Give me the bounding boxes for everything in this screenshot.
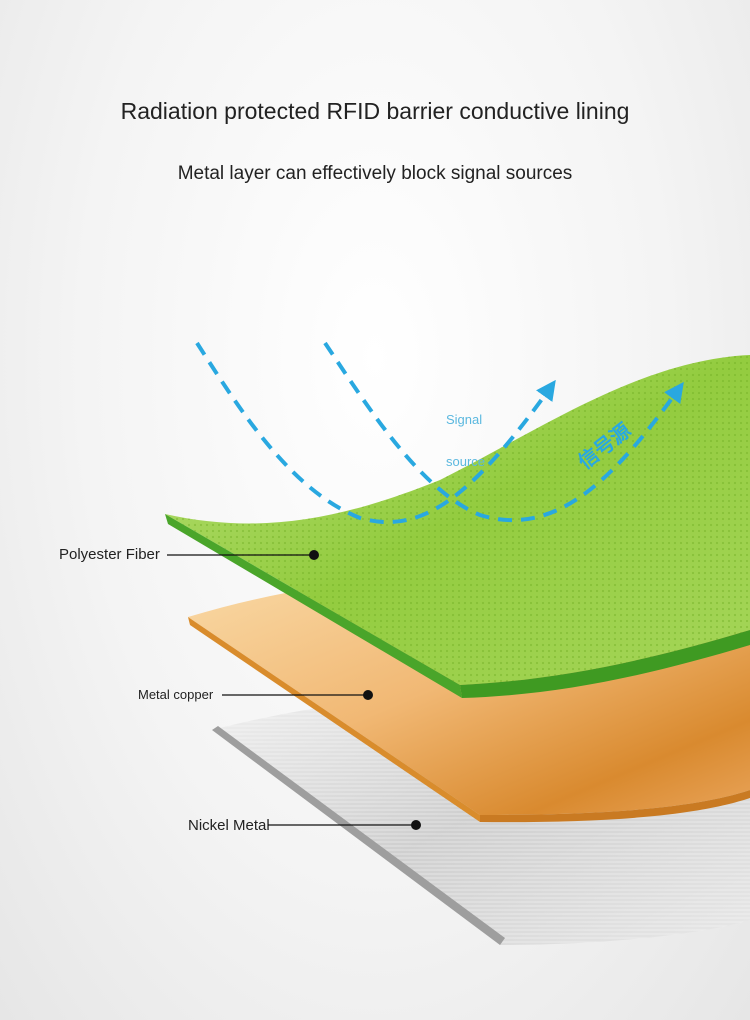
- label-metal-copper: Metal copper: [138, 687, 214, 702]
- signal-label-line2: source: [446, 454, 485, 469]
- callout-copper: Metal copper: [138, 687, 373, 702]
- callout-polyester: Polyester Fiber: [59, 546, 319, 563]
- signal-paths: [195, 341, 684, 525]
- label-nickel-metal: Nickel Metal: [188, 817, 270, 834]
- callout-nickel: Nickel Metal: [188, 817, 421, 834]
- page-title: Radiation protected RFID barrier conduct…: [120, 98, 630, 124]
- signal-label-line1: Signal: [446, 412, 482, 427]
- polyester-layer: [165, 355, 750, 698]
- label-polyester-fiber: Polyester Fiber: [59, 546, 160, 563]
- page-subtitle: Metal layer can effectively block signal…: [177, 163, 573, 184]
